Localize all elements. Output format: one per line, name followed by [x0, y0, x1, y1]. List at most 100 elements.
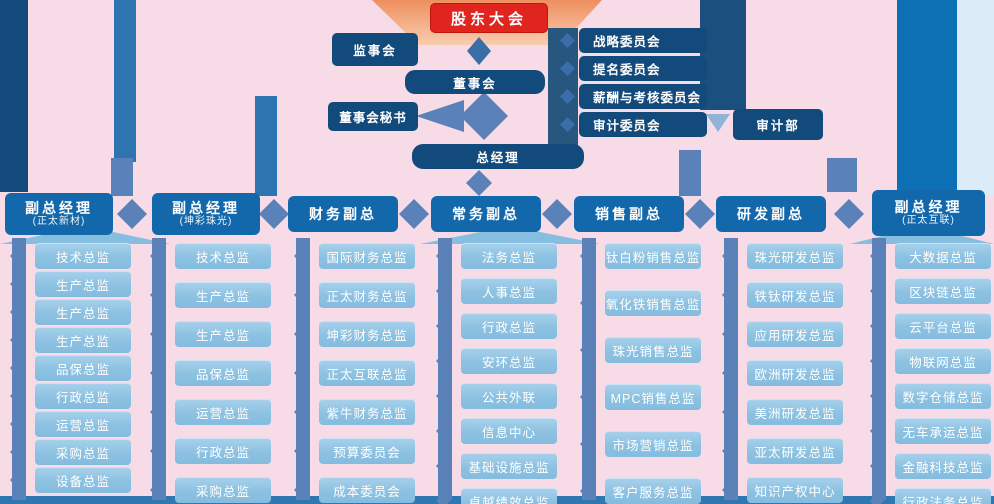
org-node-row: 卓越绩效总监	[436, 488, 557, 504]
org-node: 安环总监	[461, 348, 557, 374]
connector-diamond-icon	[722, 288, 736, 302]
connector-diamond-icon	[294, 483, 308, 497]
org-node-row: 欧洲研发总监	[722, 360, 843, 386]
connector-diamond-icon	[294, 288, 308, 302]
org-node-row: 行政法务总监	[870, 488, 991, 504]
org-node-row: 市场营销总监	[580, 431, 701, 457]
org-node-row: 行政总监	[436, 313, 557, 339]
org-node: 品保总监	[175, 360, 271, 386]
background-artifact	[114, 0, 136, 162]
org-node-row: 品保总监	[10, 355, 131, 381]
node-committee: 战略委员会	[579, 28, 707, 53]
org-node-row: 生产总监	[150, 282, 271, 308]
division-subtitle: (坤彩珠光)	[179, 216, 233, 227]
connector-diamond-icon	[10, 473, 24, 487]
org-node: 公共外联	[461, 383, 557, 409]
connector-diamond-icon	[436, 459, 450, 473]
connector-diamond-icon	[580, 484, 594, 498]
org-node-row: 生产总监	[10, 327, 131, 353]
org-node: 国际财务总监	[319, 243, 415, 269]
org-node: 市场营销总监	[605, 431, 701, 457]
org-node-row: 品保总监	[150, 360, 271, 386]
org-node-row: 国际财务总监	[294, 243, 415, 269]
org-node: 知识产权中心	[747, 477, 843, 503]
connector-diamond-icon	[436, 494, 450, 504]
connector-diamond-icon	[150, 405, 164, 419]
connector-diamond-icon	[870, 389, 884, 403]
connector-diamond-icon	[10, 361, 24, 375]
org-node: 应用研发总监	[747, 321, 843, 347]
node-division-header: 销售副总	[574, 196, 684, 232]
connector-diamond-icon	[294, 327, 308, 341]
org-node-row: 铁钛研发总监	[722, 282, 843, 308]
org-node: 云平台总监	[895, 313, 991, 339]
org-node: 成本委员会	[319, 477, 415, 503]
division-item-list: 珠光研发总监 铁钛研发总监 应用研发总监 欧洲研发总监	[722, 243, 843, 504]
connector-diamond-icon	[436, 354, 450, 368]
division-item-list: 法务总监 人事总监 行政总监 安环总监	[436, 243, 557, 504]
org-node-row: 坤彩财务总监	[294, 321, 415, 347]
connector-diamond-icon	[436, 389, 450, 403]
connector-diamond-icon	[560, 61, 575, 76]
connector-diamond-icon	[580, 249, 594, 263]
connector-diamond-icon	[722, 249, 736, 263]
org-node: 行政总监	[175, 438, 271, 464]
org-node-row: 技术总监	[150, 243, 271, 269]
connector-diamond-icon	[580, 296, 594, 310]
org-node-row: 正太互联总监	[294, 360, 415, 386]
background-artifact	[827, 158, 857, 192]
connector-diamond-icon	[870, 459, 884, 473]
org-node-row: 区块链总监	[870, 278, 991, 304]
node-committee: 审计委员会	[579, 112, 707, 137]
org-node-row: 应用研发总监	[722, 321, 843, 347]
connector-diamond-icon	[150, 249, 164, 263]
org-node-row: 行政总监	[150, 438, 271, 464]
connector-band	[111, 158, 133, 196]
org-node: 生产总监	[35, 271, 131, 297]
org-node-row: 基础设施总监	[436, 453, 557, 479]
org-node-row: 预算委员会	[294, 438, 415, 464]
org-node: 客户服务总监	[605, 478, 701, 504]
org-node-row: 人事总监	[436, 278, 557, 304]
org-node-row: 氧化铁销售总监	[580, 290, 701, 316]
org-node-row: 成本委员会	[294, 477, 415, 503]
division-title: 研发副总	[737, 206, 805, 222]
connector-diamond-icon	[560, 117, 575, 132]
connector-diamond-icon	[722, 366, 736, 380]
org-node-row: 物联网总监	[870, 348, 991, 374]
division-item-list: 国际财务总监 正太财务总监 坤彩财务总监 正太互联总监	[294, 243, 415, 504]
connector-diamond-icon	[10, 249, 24, 263]
background-artifact	[255, 96, 277, 196]
org-node-row: 无车承运总监	[870, 418, 991, 444]
org-node-row: 珠光研发总监	[722, 243, 843, 269]
connector-diamond-icon	[436, 284, 450, 298]
org-node: 生产总监	[35, 299, 131, 325]
org-node-row: 公共外联	[436, 383, 557, 409]
node-division-header: 副总经理 (坤彩珠光)	[152, 193, 260, 235]
org-node: 基础设施总监	[461, 453, 557, 479]
background-artifact	[957, 0, 994, 196]
org-node-row: 采购总监	[150, 477, 271, 503]
org-node-row: 安环总监	[436, 348, 557, 374]
connector-diamond-icon	[150, 288, 164, 302]
org-node-row: MPC销售总监	[580, 384, 701, 410]
connector-diamond-icon	[580, 390, 594, 404]
node-general-manager: 总经理	[412, 144, 584, 169]
division-item-list: 钛白粉销售总监 氧化铁销售总监 珠光销售总监 MPC销售总监	[580, 243, 701, 504]
connector-diamond-icon	[580, 437, 594, 451]
connector-diamond-icon	[259, 199, 289, 229]
org-node: 金融科技总监	[895, 453, 991, 479]
division-item-list: 大数据总监 区块链总监 云平台总监 物联网总监	[870, 243, 991, 504]
connector-diamond-icon	[10, 445, 24, 459]
connector-diamond-icon	[399, 199, 429, 229]
node-division-header: 常务副总	[431, 196, 541, 232]
division-title: 销售副总	[595, 206, 663, 222]
background-artifact	[0, 0, 28, 192]
committee-row: 提名委员会	[560, 56, 720, 81]
node-shareholders-meeting: 股东大会	[430, 3, 548, 33]
committee-list: 战略委员会 提名委员会 薪酬与考核委员会 审计委员会	[560, 28, 720, 137]
org-node-row: 生产总监	[10, 299, 131, 325]
connector-diamond-icon	[10, 333, 24, 347]
connector-diamond-icon	[294, 405, 308, 419]
